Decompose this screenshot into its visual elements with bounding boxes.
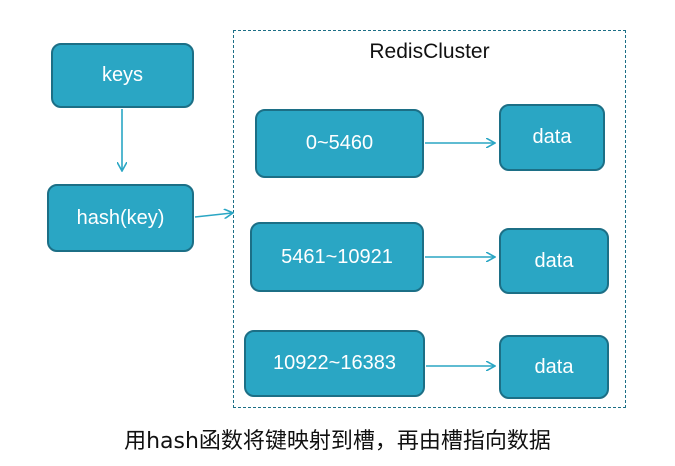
- diagram-caption: 用hash函数将键映射到槽，再由槽指向数据: [124, 429, 551, 454]
- data-label: data: [534, 249, 574, 272]
- cluster-title: RedisCluster: [369, 40, 490, 63]
- data-node-2: data: [499, 228, 609, 294]
- slot-range-label: 5461~10921: [281, 245, 393, 268]
- data-label: data: [532, 126, 572, 148]
- slot-range-node-1: 0~5460: [255, 109, 424, 178]
- arrow-hash-to-cluster: [194, 213, 232, 217]
- data-label: data: [534, 355, 574, 378]
- data-node-3: data: [499, 335, 609, 399]
- hash-node: hash(key): [47, 184, 194, 252]
- keys-node: keys: [51, 43, 194, 108]
- slot-range-label: 10922~16383: [273, 352, 396, 374]
- keys-label: keys: [101, 64, 144, 86]
- hash-label: hash(key): [76, 206, 165, 229]
- data-node-1: data: [499, 104, 605, 171]
- slot-range-label: 0~5460: [305, 132, 374, 154]
- redis-cluster-container: [233, 30, 626, 408]
- slot-range-node-2: 5461~10921: [250, 222, 424, 292]
- slot-range-node-3: 10922~16383: [244, 330, 425, 397]
